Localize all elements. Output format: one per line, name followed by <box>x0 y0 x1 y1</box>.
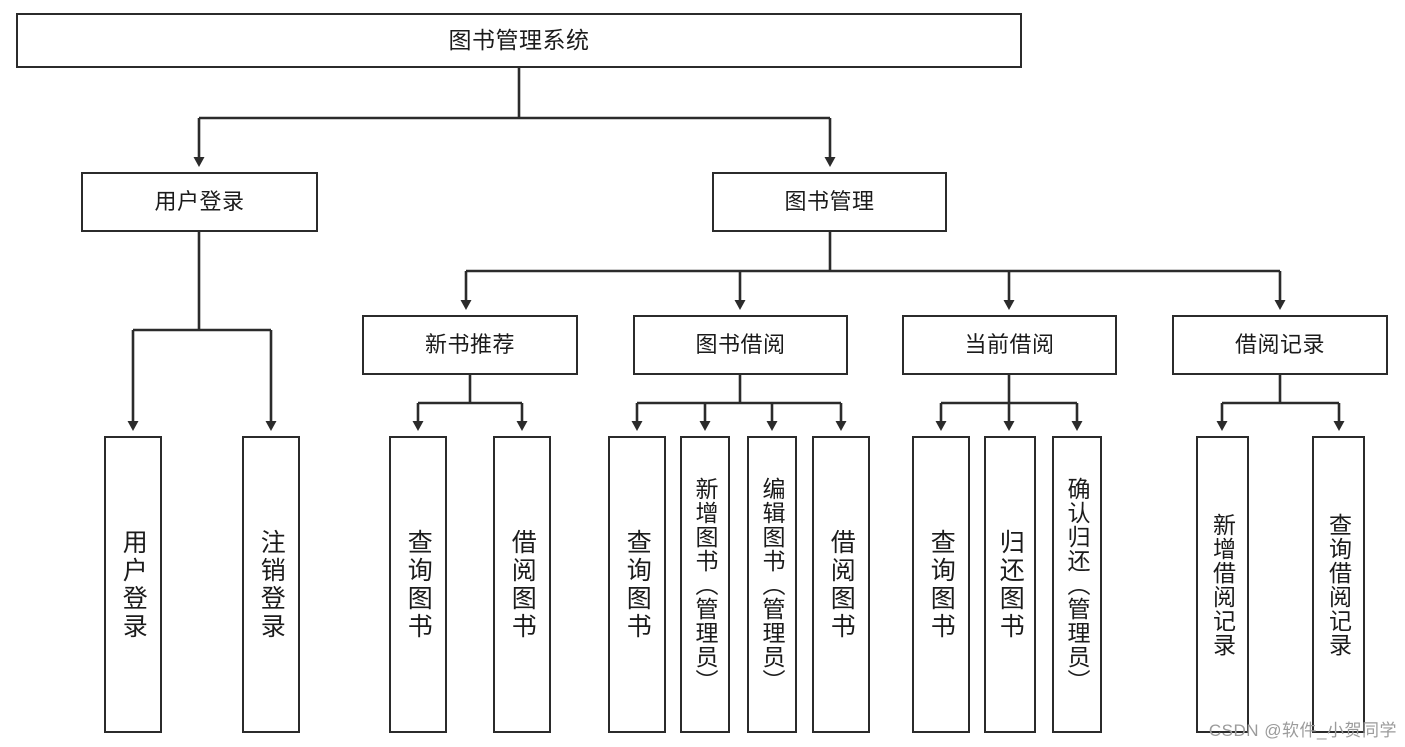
node-label: 查询图书 <box>623 528 652 641</box>
node-label: 借阅记录 <box>1234 332 1325 358</box>
node-leaf-bb-add-book[interactable]: 新增图书（管理员） <box>680 436 730 733</box>
node-user-login[interactable]: 用户登录 <box>81 172 318 232</box>
node-label: 图书管理系统 <box>448 26 590 53</box>
watermark-text: CSDN @软件_小贺同学 <box>1208 721 1397 740</box>
node-current-borrowing[interactable]: 当前借阅 <box>902 315 1117 375</box>
node-label: 编辑图书（管理员） <box>759 476 786 693</box>
node-leaf-bb-query-book[interactable]: 查询图书 <box>608 436 666 733</box>
node-label: 归还图书 <box>996 528 1025 641</box>
node-leaf-bb-edit-book[interactable]: 编辑图书（管理员） <box>747 436 797 733</box>
node-label: 用户登录 <box>154 189 245 215</box>
node-label: 确认归还（管理员） <box>1064 476 1091 693</box>
node-new-book-recommendation[interactable]: 新书推荐 <box>362 315 578 375</box>
node-label: 新增借阅记录 <box>1209 512 1236 657</box>
node-label: 新书推荐 <box>424 332 515 358</box>
node-borrowing-record[interactable]: 借阅记录 <box>1172 315 1388 375</box>
node-label: 借阅图书 <box>508 528 537 641</box>
node-label: 用户登录 <box>119 528 148 641</box>
node-label: 新增图书（管理员） <box>692 476 719 693</box>
node-label: 借阅图书 <box>827 528 856 641</box>
node-label: 注销登录 <box>257 528 286 641</box>
node-leaf-cb-confirm-return[interactable]: 确认归还（管理员） <box>1052 436 1102 733</box>
node-leaf-rec-query-book[interactable]: 查询图书 <box>389 436 447 733</box>
node-leaf-rec-borrow-book[interactable]: 借阅图书 <box>493 436 551 733</box>
node-leaf-cb-return-book[interactable]: 归还图书 <box>984 436 1036 733</box>
node-leaf-logout[interactable]: 注销登录 <box>242 436 300 733</box>
node-leaf-br-query-record[interactable]: 查询借阅记录 <box>1312 436 1365 733</box>
node-book-management[interactable]: 图书管理 <box>712 172 947 232</box>
node-label: 图书借阅 <box>695 332 786 358</box>
node-label: 查询借阅记录 <box>1325 512 1352 657</box>
node-label: 查询图书 <box>404 528 433 641</box>
node-leaf-cb-query-book[interactable]: 查询图书 <box>912 436 970 733</box>
node-root-book-management-system[interactable]: 图书管理系统 <box>16 13 1022 68</box>
node-book-borrowing[interactable]: 图书借阅 <box>633 315 848 375</box>
node-label: 查询图书 <box>927 528 956 641</box>
node-label: 当前借阅 <box>964 332 1055 358</box>
node-label: 图书管理 <box>784 189 875 215</box>
node-leaf-user-login[interactable]: 用户登录 <box>104 436 162 733</box>
node-leaf-bb-borrow-book[interactable]: 借阅图书 <box>812 436 870 733</box>
node-leaf-br-add-record[interactable]: 新增借阅记录 <box>1196 436 1249 733</box>
